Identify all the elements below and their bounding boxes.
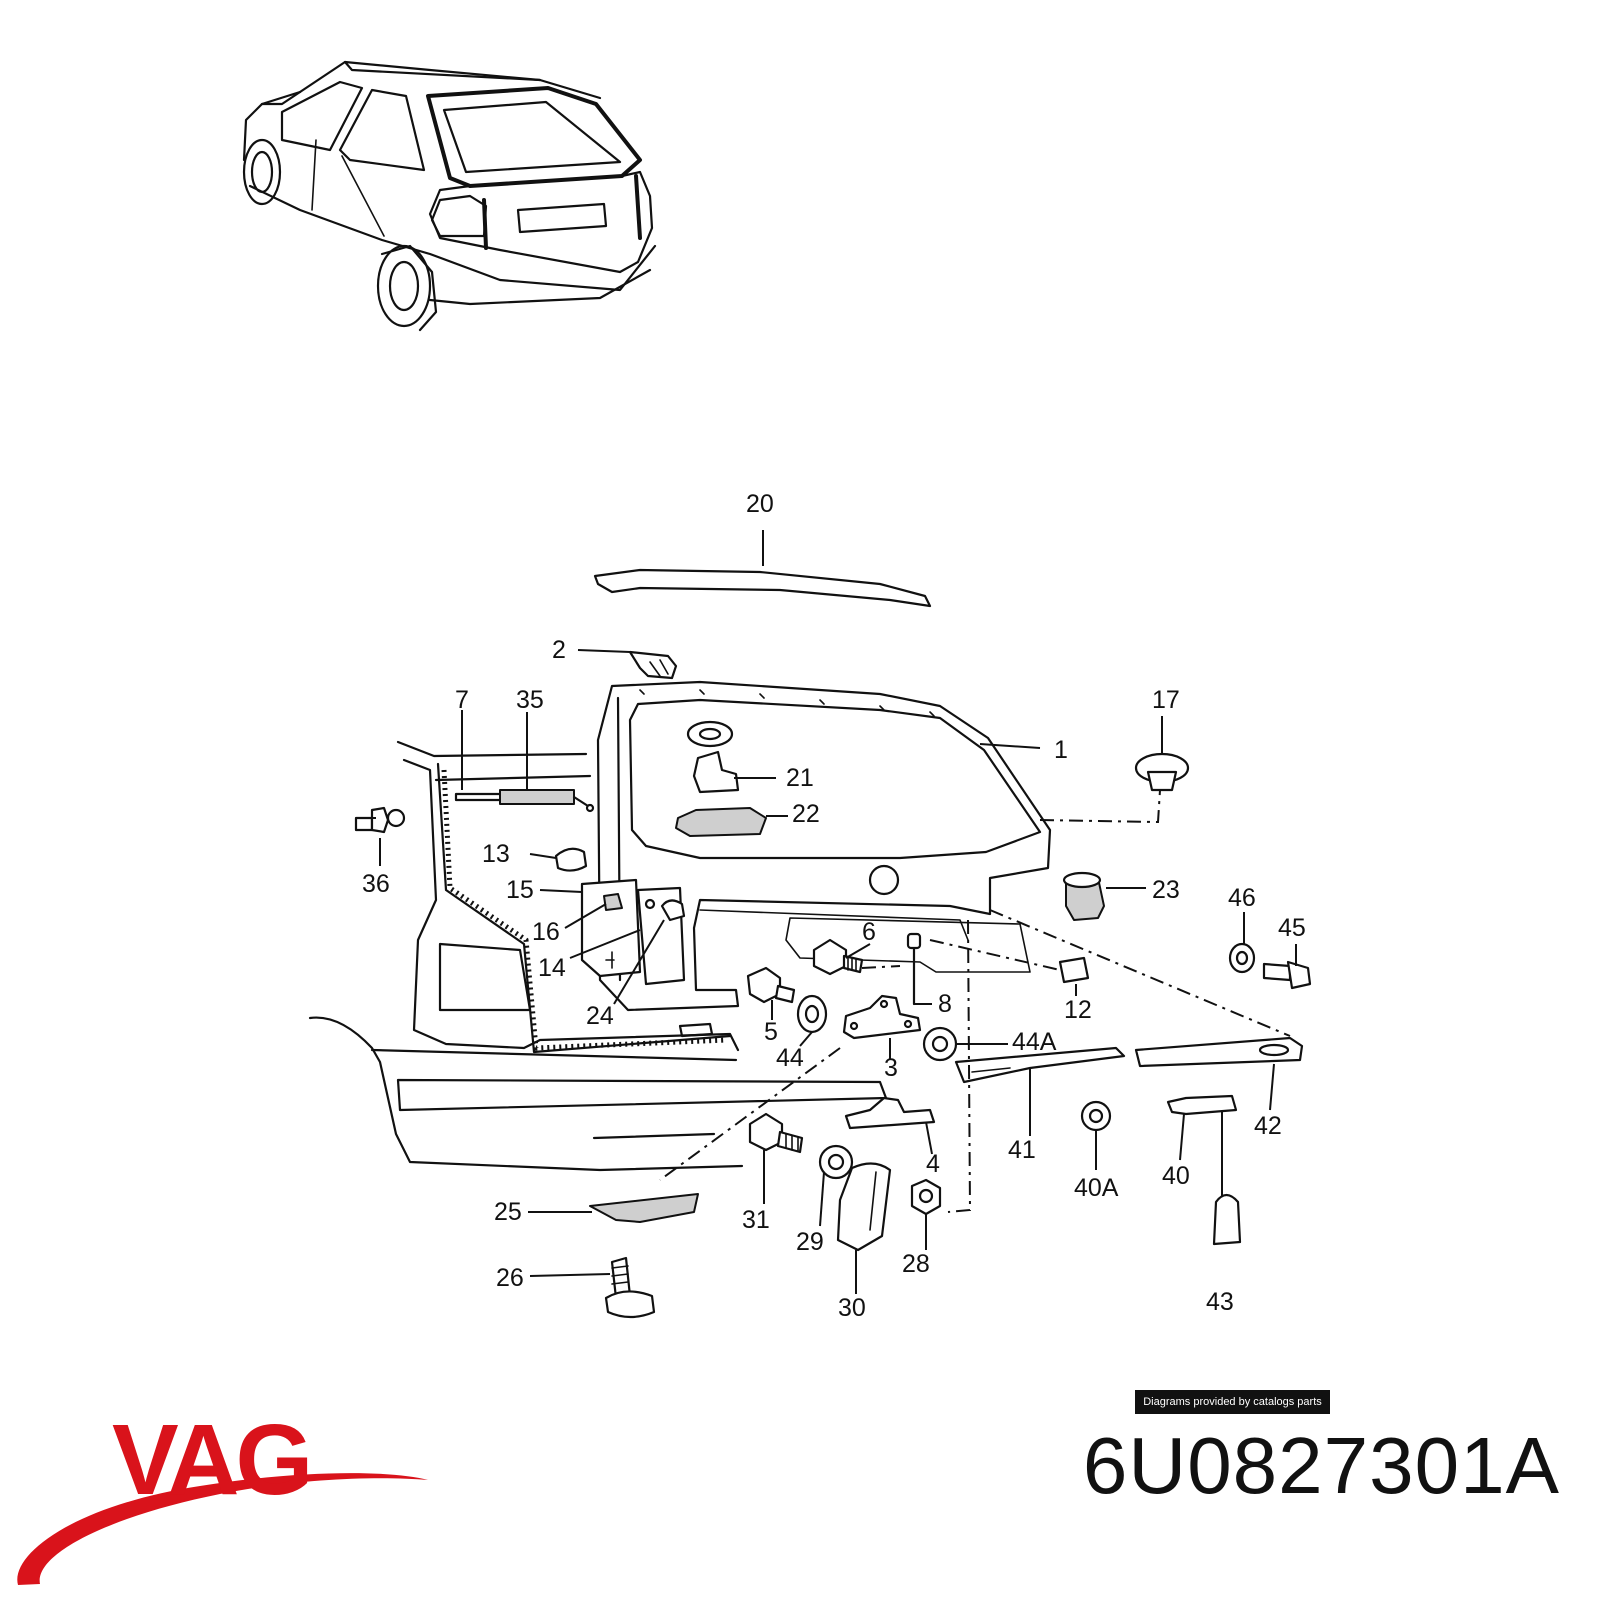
callout-41: 41 [1008, 1136, 1036, 1164]
callout-labels: 20 2 7 35 17 1 21 22 13 36 15 23 46 16 4… [362, 490, 1306, 1322]
part-number: 6U0827301A [1082, 1421, 1560, 1510]
callout-8: 8 [938, 990, 952, 1018]
part-43-cap [1212, 1193, 1242, 1246]
callout-2: 2 [552, 636, 566, 664]
car-overview-icon [242, 60, 657, 332]
callout-24: 24 [586, 1002, 614, 1030]
callout-44: 44 [776, 1044, 804, 1072]
callout-42: 42 [1254, 1112, 1282, 1140]
callout-21: 21 [786, 764, 814, 792]
callout-29: 29 [796, 1228, 824, 1256]
callout-36: 36 [362, 870, 390, 898]
callout-20: 20 [746, 490, 774, 518]
part-30-strap [836, 1162, 892, 1252]
callout-35: 35 [516, 686, 544, 714]
part-13-clip [554, 847, 588, 872]
part-41-bracket [954, 1046, 1126, 1084]
callout-26: 26 [496, 1264, 524, 1292]
vag-logo: VAG [17, 1404, 428, 1585]
callout-45: 45 [1278, 914, 1306, 942]
callout-28: 28 [902, 1250, 930, 1278]
callout-14: 14 [538, 954, 566, 982]
part-20-spoiler [593, 568, 932, 608]
callout-31: 31 [742, 1206, 770, 1234]
callout-4: 4 [926, 1150, 940, 1178]
part-45-bolt [1262, 962, 1292, 982]
callout-5: 5 [764, 1018, 778, 1046]
part-36-ball-stud [354, 816, 374, 832]
part-24-buffer [660, 899, 686, 922]
part-42-bracket [1134, 1036, 1304, 1068]
logo-swoosh [17, 1473, 428, 1585]
credit-banner: Diagrams provided by catalogs parts [1135, 1390, 1330, 1414]
part-15-plate [580, 878, 642, 978]
callout-13: 13 [482, 840, 510, 868]
part-12-clip [1058, 956, 1090, 984]
callout-44A: 44A [1012, 1028, 1057, 1056]
part-25-trim [589, 1193, 699, 1223]
callout-23: 23 [1152, 876, 1180, 904]
part-22-rubber-stop [675, 807, 767, 837]
callout-46: 46 [1228, 884, 1256, 912]
callout-40: 40 [1162, 1162, 1190, 1190]
callout-3: 3 [884, 1054, 898, 1082]
part-40-switch [1166, 1094, 1238, 1116]
callout-16: 16 [532, 918, 560, 946]
logo-text: VAG [112, 1404, 309, 1516]
callout-22: 22 [792, 800, 820, 828]
part-3-latch [842, 994, 922, 1040]
callout-17: 17 [1152, 686, 1180, 714]
callout-40A: 40A [1074, 1174, 1119, 1202]
tailgate-exploded-view [308, 530, 1312, 1319]
part-6-screw [812, 938, 848, 976]
callout-12: 12 [1064, 996, 1092, 1024]
callout-25: 25 [494, 1198, 522, 1226]
callout-7: 7 [455, 686, 469, 714]
callout-30: 30 [838, 1294, 866, 1322]
part-21-stop [692, 750, 740, 794]
callout-43: 43 [1206, 1288, 1234, 1316]
callout-6: 6 [862, 918, 876, 946]
callout-15: 15 [506, 876, 534, 904]
callout-1: 1 [1054, 736, 1068, 764]
part-35-gas-strut [454, 792, 504, 802]
part-4-striker [844, 1096, 936, 1130]
